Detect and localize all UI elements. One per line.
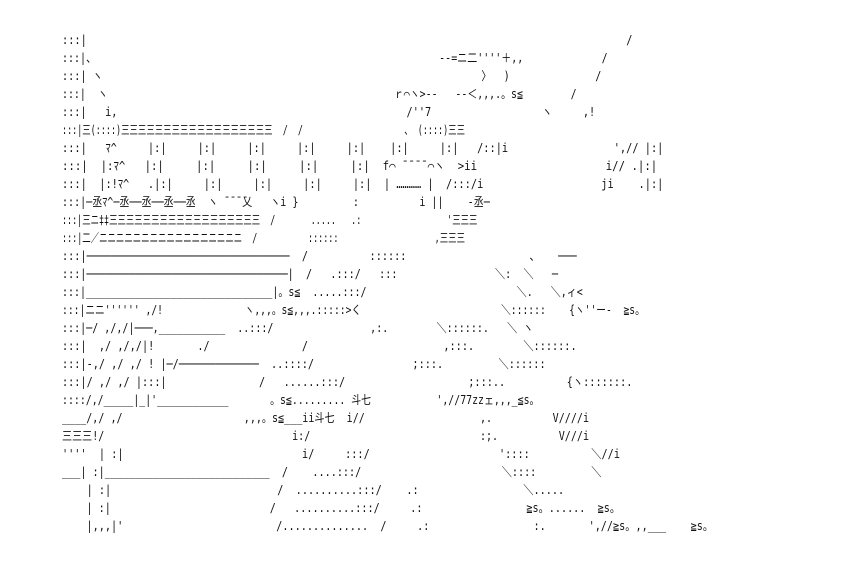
art-line: :::|─────────────────────────────────| /…: [62, 267, 559, 281]
art-line: :::|二／ニニニニニニニニニニニニニニニニニ / :::::: ,三三三: [62, 231, 465, 245]
art-line: :::| ヽ ｒ⌒ヽ>‐- -‐＜,,,.。s≦ /: [62, 87, 577, 101]
art-line: :::|_______________________________|。s≦ …: [62, 285, 583, 299]
art-line: :::|三ニ‡‡三三三三三三三三三三三三三三三三三三 / ..... .: '三…: [62, 213, 477, 227]
art-line: :::|─/ ,/,/|───,___________ ..:::/ ,:. ＼…: [62, 321, 533, 335]
art-line: '''' | :| i/ :::/ ':::: ＼//i: [62, 447, 620, 461]
art-line: :::|、 -‐=ニ二''''＋,, /: [62, 51, 608, 65]
art-line: :::| ﾏ^ |:| |:| |:| |:| |:| |:| |:| /::|…: [62, 141, 663, 155]
art-line: :::| ヽ 〉 ) /: [62, 69, 601, 83]
art-line: ____/,/ ,/ ,,,。s≦___ii斗七 i// ,. V////i: [62, 411, 589, 425]
art-line: :::| |:ﾏ^ |:| |:| |:| |:| |:| f⌒ ̄ ̄ ̄ ̄…: [62, 159, 657, 173]
art-line: 三三三!/ i:/ :;. V///i: [62, 429, 589, 443]
art-line: ___| :|___________________________ / ...…: [62, 465, 601, 479]
art-line: :::|───────────────────────────────── / …: [62, 249, 577, 263]
art-line: |,,,|' /.............. / .: :. ',//≧s。,,…: [62, 519, 713, 533]
art-line: :::| ,/ ,/,/|! ./ / ,:::. ＼::::::.: [62, 339, 577, 353]
art-line: :::| i, /''7 ヽ ,!: [62, 105, 595, 119]
ascii-art-lines: :::| /:::|、 -‐=ニ二''''＋,, /:::| ヽ: [62, 33, 713, 533]
art-line: :::|ニニ'''''' ,/! ヽ,,,。s≦,,,.:::::>く ＼:::…: [62, 303, 645, 317]
art-line: :::|-,/ ,/ ,/ ! |─/───────────── ..::::/…: [62, 357, 546, 371]
art-line: :::| /: [62, 33, 632, 47]
art-line: :::|三(::::)三三三三三三三三三三三三三三三三三三 / / 、 (:::…: [62, 123, 465, 137]
art-line: :::|/ ,/ ,/ |:::| / ......:::/ ;:::.. {ヽ…: [62, 375, 632, 389]
art-line: :::| |:!ﾏ^ .|:| |:| |:| |:| |:| | ………… |…: [62, 177, 663, 191]
art-line: | :| / ..........:::/ .: ＼.....: [62, 483, 564, 497]
art-line: :::|─丞ﾏ^─丞──丞──丞──丞 ヽ ̄ ̄ ̄ ̄乂 ヽi } : i …: [62, 195, 490, 209]
art-line: | :| / ..........:::/ .: ≧s。...... ≧s。: [62, 501, 620, 515]
art-line: ::::/,/_____|_|'____________ 。s≦........…: [62, 393, 539, 407]
